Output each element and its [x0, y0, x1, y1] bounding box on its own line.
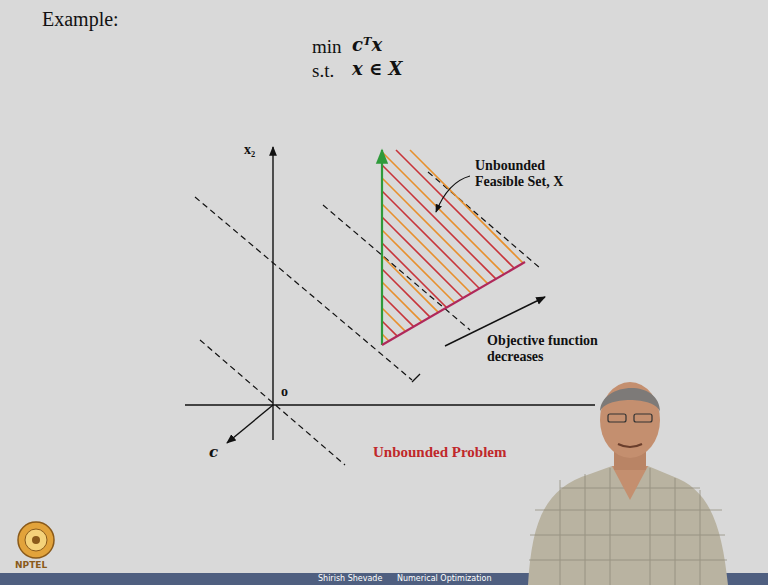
hatch-line [382, 243, 447, 308]
footer-text: Shirish Shevade [318, 574, 382, 583]
math-expression: x ∈ X [352, 59, 403, 80]
slide-title: Example: [42, 8, 119, 31]
vector-label: c [209, 444, 218, 461]
math-operator: s.t. [312, 60, 334, 82]
callout-label: Objective function decreases [487, 333, 629, 365]
tick [412, 374, 420, 382]
result-label: Unbounded Problem [373, 444, 507, 461]
presenter [528, 382, 728, 585]
objective-contours [195, 172, 540, 465]
math-operator: min [312, 36, 342, 58]
math-expression: cᵀx [352, 35, 382, 56]
logo-text: NPTEL [15, 560, 47, 570]
hatch-line [382, 269, 430, 317]
callout-label: Unbounded Feasible Set, X [475, 158, 593, 190]
feasible-boundary [381, 150, 383, 345]
feasible-boundary [382, 262, 525, 345]
footer-text: Numerical Optimization [397, 574, 492, 583]
axis-label: x₂ [244, 142, 255, 158]
hatch-line [382, 295, 414, 327]
hatch-line [382, 217, 463, 298]
origin-label: o [279, 384, 290, 400]
hatch-line [382, 308, 405, 331]
leader-line [436, 176, 470, 212]
nptel-logo [18, 522, 54, 558]
hatch-line [382, 204, 471, 293]
axes [185, 147, 595, 443]
hatch-line [382, 178, 488, 284]
hatch-line [382, 321, 397, 336]
